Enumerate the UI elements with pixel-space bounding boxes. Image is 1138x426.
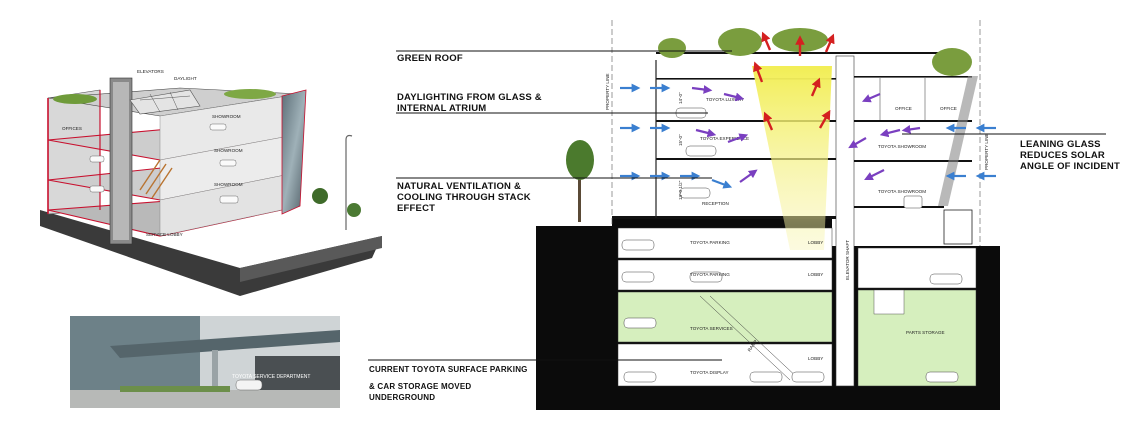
section-tree	[566, 140, 594, 180]
callout-leaning-line-1: LEANING GLASS	[1020, 139, 1101, 150]
axon-roof-garden	[53, 94, 97, 104]
leaning-glass-wall	[938, 76, 978, 206]
street-photo: TOYOTA SERVICE DEPARTMENT	[70, 316, 340, 408]
callout-leaders	[368, 50, 1106, 361]
label-height-1: 14'-0"	[678, 92, 683, 104]
axon-label-service-lobby: SERVICE LOBBY	[146, 232, 183, 237]
label-property-line-left: PROPERTY LINE	[605, 73, 610, 110]
label-reception: RECEPTION	[702, 201, 729, 206]
photo-car	[235, 379, 263, 391]
axon-label-showroom-2: SHOWROOM	[214, 148, 243, 153]
axon-label-elevators: ELEVATORS	[137, 69, 164, 74]
label-toyota-parking-1: TOYOTA PARKING	[690, 240, 730, 245]
callout-green-roof: GREEN ROOF	[397, 53, 463, 64]
photo-signage: TOYOTA SERVICE DEPARTMENT	[232, 374, 310, 380]
airflow-arrows	[620, 31, 996, 189]
label-lobby-1: LOBBY	[808, 240, 823, 245]
callout-ventilation-line-1: NATURAL VENTILATION &	[397, 181, 521, 192]
label-property-line-right: PROPERTY LINE	[984, 133, 989, 170]
label-toyota-showroom-1: TOYOTA SHOWROOM	[878, 144, 926, 149]
label-office-1: OFFICE	[895, 106, 912, 111]
label-height-2: 15'-0"	[678, 134, 683, 146]
callout-parking-line-2: & CAR STORAGE MOVED	[369, 382, 472, 391]
label-toyota-showroom-2: TOYOTA SHOWROOM	[878, 189, 926, 194]
callout-daylighting-line-1: DAYLIGHTING FROM GLASS &	[397, 92, 542, 103]
axon-label-showroom-3: SHOWROOM	[214, 182, 243, 187]
label-ramp: RAMP	[747, 339, 759, 353]
callout-parking-line-3: UNDERGROUND	[369, 393, 436, 402]
axonometric-building: ELEVATORS DAYLIGHT OFFICES SHOWROOM SHOW…	[40, 69, 382, 296]
photo-canopy	[110, 330, 340, 358]
label-toyota-luxury: TOYOTA LUXURY	[706, 97, 744, 102]
callout-ventilation-line-3: EFFECT	[397, 203, 436, 214]
label-toyota-experience: TOYOTA EXPERIENCE	[700, 136, 749, 141]
callout-leaning-line-2: REDUCES SOLAR	[1020, 150, 1105, 161]
callout-leaning-line-3: ANGLE OF INCIDENT	[1020, 161, 1120, 172]
label-lobby-2: LOBBY	[808, 272, 823, 277]
axon-left-wall	[47, 89, 101, 215]
elevator-shaft	[835, 55, 855, 387]
building-section: TOYOTA LUXURY TOYOTA EXPERIENCE RECEPTIO…	[536, 20, 1000, 410]
axon-skylight	[129, 89, 201, 115]
label-lobby-3: LOBBY	[808, 356, 823, 361]
callout-parking-line-1: CURRENT TOYOTA SURFACE PARKING	[369, 365, 528, 374]
basement-level-3-services	[617, 291, 833, 343]
callout-daylighting-line-2: INTERNAL ATRIUM	[397, 103, 487, 114]
label-elevator-shaft: ELEVATOR SHAFT	[845, 240, 850, 280]
callout-ventilation-line-2: COOLING THROUGH STACK	[397, 192, 531, 203]
delivery-truck	[943, 209, 973, 245]
label-parts-storage: PARTS STORAGE	[906, 330, 945, 335]
axon-glass-facade	[281, 89, 307, 215]
axon-label-offices: OFFICES	[62, 126, 82, 131]
label-toyota-display: TOYOTA DISPLAY	[690, 370, 729, 375]
axon-label-showroom-1: SHOWROOM	[212, 114, 241, 119]
label-toyota-parking-2: TOYOTA PARKING	[690, 272, 730, 277]
label-height-3: 13'-0 1/2"	[678, 180, 683, 200]
label-toyota-services: TOYOTA SERVICES	[690, 326, 733, 331]
label-office-2: OFFICE	[940, 106, 957, 111]
axon-label-daylight: DAYLIGHT	[174, 76, 197, 81]
axon-plinth	[40, 210, 382, 296]
